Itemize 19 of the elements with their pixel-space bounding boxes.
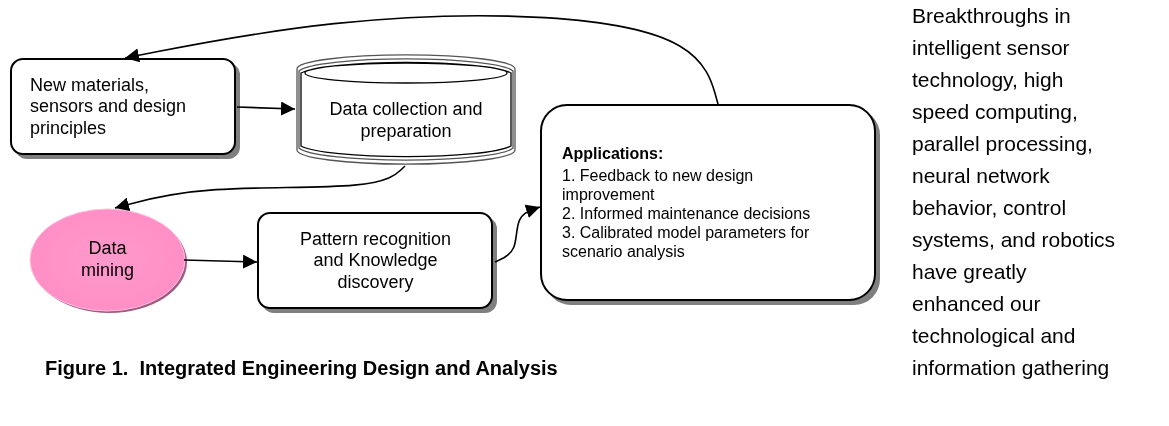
arrow — [114, 165, 406, 212]
node-text: Data mining — [80, 238, 135, 282]
figure-caption: Figure 1. Integrated Engineering Design and Analysis — [45, 357, 558, 380]
arrow — [124, 15, 719, 105]
process-box — [257, 212, 494, 310]
node-text: Pattern recognition and Knowledge discovery — [298, 228, 453, 294]
process-box — [10, 58, 237, 156]
database-cylinder — [295, 53, 517, 166]
node-text: New materials, sensors and design principles — [30, 74, 188, 140]
box-heading: Applications: — [562, 144, 665, 164]
arrow — [494, 204, 541, 263]
node-text: 2. Informed maintenance decisions — [562, 204, 812, 224]
node-text: 3. Calibrated model parameters for scenario analysis — [562, 223, 811, 262]
node-text: Data collection and preparation — [328, 98, 484, 143]
side-paragraph: Breakthroughs in intelligent sensor technology, high speed computing, parallel processing, neural network behavior, control systems, and robotics have greatly enhanced our technological and information gathering — [912, 3, 1117, 381]
node-text: 1. Feedback to new design improvement — [562, 165, 755, 204]
process-box — [540, 104, 877, 302]
arrow — [236, 101, 296, 116]
process-ellipse — [29, 208, 186, 312]
